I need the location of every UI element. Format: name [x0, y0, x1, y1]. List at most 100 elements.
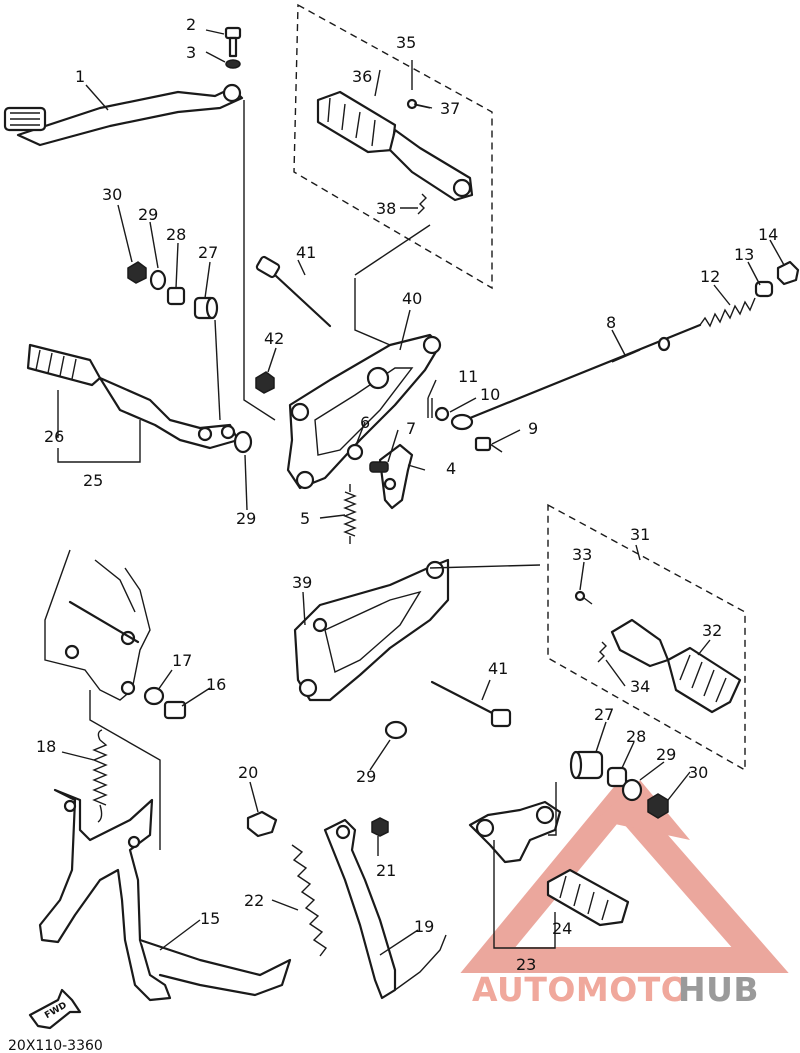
callout-18: 18 — [36, 737, 56, 756]
callout-7: 7 — [406, 419, 416, 438]
callout-32: 32 — [702, 621, 722, 640]
part-13-joint — [754, 280, 774, 298]
frame-section — [44, 549, 151, 701]
part-7-pin — [369, 461, 389, 473]
part-19-side-stand — [323, 818, 447, 1000]
callout-26: 26 — [44, 427, 64, 446]
callout-27: 27 — [198, 243, 218, 262]
part-41-long-bolt-lower — [430, 680, 512, 728]
callout-12: 12 — [700, 267, 720, 286]
callout-33: 33 — [572, 545, 592, 564]
callout-5: 5 — [300, 509, 310, 528]
part-22-spring — [291, 844, 328, 957]
part-27-bushing-right — [569, 750, 604, 780]
part-3-washer — [225, 59, 241, 69]
callout-31: 31 — [630, 525, 650, 544]
callout-11: 11 — [458, 367, 478, 386]
callout-36: 36 — [352, 67, 372, 86]
part-29-washer-right — [621, 778, 643, 802]
group-35-box — [293, 3, 493, 290]
callout-38: 38 — [376, 199, 396, 218]
part-34-spring — [597, 641, 607, 663]
callout-39: 39 — [292, 573, 312, 592]
callout-2: 2 — [186, 15, 196, 34]
callout-28-right: 28 — [626, 727, 646, 746]
part-5-spring — [343, 484, 357, 544]
part-36-footrest — [316, 90, 474, 202]
callout-19: 19 — [414, 917, 434, 936]
callout-29-mid: 29 — [356, 767, 376, 786]
callout-15: 15 — [200, 909, 220, 928]
callout-37: 37 — [440, 99, 460, 118]
part-28-collar-right — [606, 766, 628, 788]
part-40-bracket — [286, 333, 442, 490]
part-28-collar — [166, 286, 186, 306]
callout-25: 25 — [83, 471, 103, 490]
callout-29: 29 — [138, 205, 158, 224]
part-20-bolt — [246, 810, 278, 838]
callout-16: 16 — [206, 675, 226, 694]
part-6-washer — [346, 443, 364, 461]
callout-3: 3 — [186, 43, 196, 62]
part-2-bolt — [224, 26, 242, 58]
leader-lines — [57, 29, 785, 956]
watermark-text-hub: HUB — [678, 970, 759, 1009]
callout-41-upper: 41 — [296, 243, 316, 262]
part-12-spring — [699, 297, 756, 328]
part-26-footrest-left — [26, 343, 240, 450]
callout-13: 13 — [734, 245, 754, 264]
callout-24: 24 — [552, 919, 572, 938]
group-31-box — [547, 503, 746, 772]
part-8-brake-rod — [450, 323, 702, 431]
callout-22: 22 — [244, 891, 264, 910]
part-33-screw — [574, 590, 593, 605]
callout-28: 28 — [166, 225, 186, 244]
callout-9: 9 — [528, 419, 538, 438]
callout-30: 30 — [102, 185, 122, 204]
part-23-footrest-bracket — [468, 800, 562, 864]
part-27-bushing — [193, 296, 219, 320]
part-30-nut-right — [647, 793, 669, 819]
part-32-footrest — [610, 618, 742, 714]
part-4-brake-lever — [378, 443, 414, 510]
callout-21: 21 — [376, 861, 396, 880]
part-17-washer — [143, 686, 165, 706]
callout-42: 42 — [264, 329, 284, 348]
callout-8: 8 — [606, 313, 616, 332]
callout-23: 23 — [516, 955, 536, 974]
part-18-spring — [92, 729, 108, 823]
callout-6: 6 — [360, 413, 370, 432]
part-1-shift-pedal — [3, 83, 244, 147]
part-42-nut — [255, 371, 275, 394]
part-15-center-stand — [38, 788, 292, 1002]
callout-4: 4 — [446, 459, 456, 478]
part-29-washer-lower — [233, 430, 253, 454]
part-24-footrest-rubber — [546, 868, 630, 927]
part-21-nut — [371, 817, 389, 837]
part-16-bolt — [163, 700, 187, 720]
callout-41-lower: 41 — [488, 659, 508, 678]
part-11-cotter-pin — [427, 398, 433, 418]
callout-20: 20 — [238, 763, 258, 782]
callout-14: 14 — [758, 225, 778, 244]
part-29-washer — [149, 269, 167, 291]
callout-34: 34 — [630, 677, 650, 696]
part-39-bracket — [293, 558, 450, 702]
callout-labels: 1 2 3 30 29 28 27 26 25 29 41 42 40 35 3… — [36, 15, 778, 974]
callout-35: 35 — [396, 33, 416, 52]
watermark-text-automoto: AUTOMOTO — [472, 970, 689, 1009]
part-29-washer-mid — [384, 720, 408, 740]
part-14-nut — [776, 260, 800, 286]
callout-40: 40 — [402, 289, 422, 308]
part-30-nut — [127, 261, 147, 284]
diagram-code: 20X110-3360 — [8, 1038, 103, 1053]
part-41-long-bolt-upper — [255, 255, 332, 328]
callout-10: 10 — [480, 385, 500, 404]
callout-29-lower: 29 — [236, 509, 256, 528]
callout-27-right: 27 — [594, 705, 614, 724]
callout-29-right: 29 — [656, 745, 676, 764]
fwd-arrow: FWD — [28, 988, 82, 1030]
callout-1: 1 — [75, 67, 85, 86]
part-9-bolt — [474, 436, 503, 453]
